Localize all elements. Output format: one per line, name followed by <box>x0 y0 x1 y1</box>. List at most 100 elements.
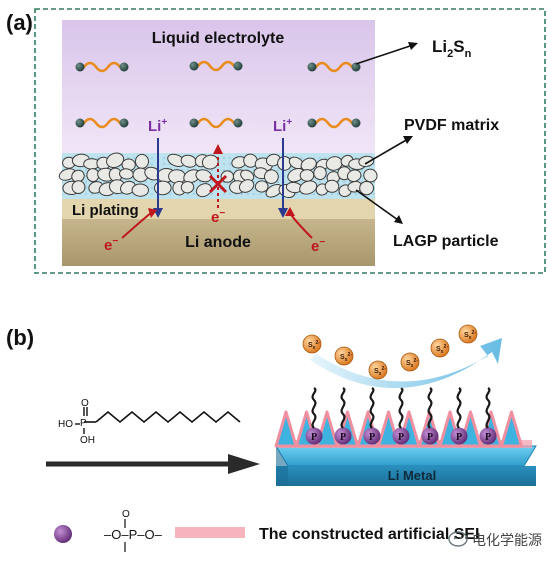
lagp-particle <box>300 157 317 172</box>
lagp-particle <box>195 183 212 198</box>
li-anode-layer <box>62 219 375 266</box>
li-plating-layer <box>62 199 375 220</box>
electron-arrow-left <box>121 208 157 239</box>
polysulfide-chains <box>75 60 361 129</box>
polysulfide-ball-label: Sx2- <box>308 340 320 351</box>
sei-spike <box>274 410 298 448</box>
block-cross-icon <box>208 174 228 194</box>
lagp-particle <box>201 154 219 170</box>
panel-a-border <box>34 8 546 274</box>
li-plating-label: Li plating <box>72 202 139 219</box>
polysulfide-chain <box>314 61 354 73</box>
panel-a-label: (a) <box>6 10 33 35</box>
lagp-particle <box>264 169 279 185</box>
alkyl-chain <box>456 387 462 429</box>
phosphate-p-label: P <box>485 432 491 443</box>
polysulfide-end-atom <box>119 118 129 128</box>
polysulfide-end-atom <box>189 61 199 71</box>
lagp-particle <box>134 153 150 169</box>
phosphate-ball <box>479 427 497 445</box>
polysulfide-chain <box>82 117 122 129</box>
polysulfide-ball <box>430 338 450 358</box>
alkyl-chain <box>485 387 491 429</box>
lagp-particle-label: LAGP particle <box>393 233 499 250</box>
li-metal-slab <box>275 445 537 486</box>
alkyl-chain <box>311 387 317 429</box>
pvdf-matrix-label: PVDF matrix <box>404 117 499 134</box>
polysulfide-end-atom <box>233 118 243 128</box>
polysulfide-ball-label: Sx2- <box>406 358 418 369</box>
electron-label-left: e− <box>104 236 118 254</box>
electron-label-center: e− <box>211 208 225 226</box>
polysulfide-ball <box>334 346 354 366</box>
lagp-particle <box>358 155 375 168</box>
polysulfide-ball-label: Sx2- <box>340 352 352 363</box>
polysulfide-end-atom <box>307 118 317 128</box>
alkyl-chain <box>369 387 375 429</box>
polysulfide-balls: Sx2-Sx2-Sx2-Sx2-Sx2-Sx2- <box>302 324 478 380</box>
lagp-particle <box>254 180 269 193</box>
phosphonic-acid-molecule <box>75 407 241 434</box>
phosphate-p-label: P <box>456 432 462 443</box>
polysulfide-formula-label: Li2Sn <box>432 37 472 60</box>
panel-b-label: (b) <box>6 325 34 350</box>
polysulfide-ball <box>400 352 420 372</box>
watermark-text: 电化学能源 <box>472 533 542 549</box>
polysulfide-pointer <box>355 42 418 65</box>
li-ion-label-left: Li+ <box>148 117 167 135</box>
lagp-particle <box>313 166 327 181</box>
lagp-particle <box>238 179 255 193</box>
molecule-o-label: O <box>81 398 89 409</box>
liquid-electrolyte-region <box>62 20 375 155</box>
electron-label-right: e− <box>311 237 325 255</box>
phosphate-p-label: P <box>427 432 433 443</box>
lagp-particle <box>154 180 172 196</box>
lagp-particle <box>71 180 86 195</box>
polysulfide-end-atom <box>233 61 243 71</box>
liquid-electrolyte-label: Liquid electrolyte <box>152 30 285 47</box>
phosphate-ball <box>421 427 439 445</box>
polysulfide-repel-arrow <box>310 338 502 389</box>
polysulfide-end-atom <box>351 62 361 72</box>
pvdf-pointer <box>364 136 413 165</box>
polysulfide-chain <box>196 117 236 129</box>
polysulfide-ball <box>368 360 388 380</box>
phosphate-ball <box>305 427 323 445</box>
phosphate-p-label: P <box>369 432 375 443</box>
li-ion-label-right: Li+ <box>273 117 292 135</box>
li-ion-arrow-right <box>278 138 288 218</box>
legend-phosphate-formula: –O–P–O– <box>104 527 163 542</box>
alkyl-chains <box>311 387 491 429</box>
legend-phosphate-ball <box>54 525 72 543</box>
polysulfide-end-atom <box>75 62 85 72</box>
lagp-particles <box>58 152 378 199</box>
polysulfide-end-atom <box>307 62 317 72</box>
alkyl-chain <box>340 387 346 429</box>
polysulfide-ball-label: Sx2- <box>374 366 386 377</box>
molecule-oh-label: OH <box>80 435 95 446</box>
li-metal-label: Li Metal <box>388 468 436 483</box>
polysulfide-chain <box>82 61 122 73</box>
process-arrow <box>46 454 260 474</box>
watermark <box>448 531 468 547</box>
legend-sei-swatch <box>175 527 245 538</box>
polysulfide-end-atom <box>189 118 199 128</box>
legend-phosphate-o: O <box>122 509 130 520</box>
lagp-particle <box>180 180 195 194</box>
alkyl-chain <box>427 387 433 429</box>
polysulfide-end-atom <box>75 118 85 128</box>
phosphate-ball <box>363 427 381 445</box>
polysulfide-ball-label: Sx2- <box>464 330 476 341</box>
lagp-particle <box>324 179 340 193</box>
lagp-particle <box>106 152 125 169</box>
sei-spike <box>500 410 523 448</box>
legend-sei-label: The constructed artificial SEI <box>259 526 480 543</box>
blocked-electron-arrow <box>213 144 223 208</box>
polysulfide-ball <box>458 324 478 344</box>
molecule-p-label: P <box>80 418 87 429</box>
phosphate-ball <box>450 427 468 445</box>
polysulfide-ball <box>302 334 322 354</box>
alkyl-chain <box>398 387 404 429</box>
polysulfide-end-atom <box>119 62 129 72</box>
